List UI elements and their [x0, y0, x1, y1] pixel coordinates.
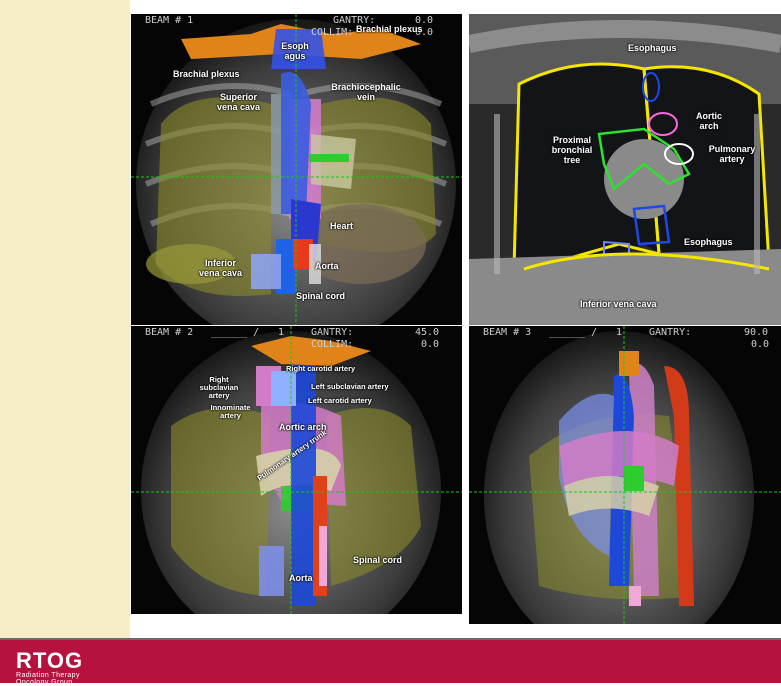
beam-2-gantry-label: GANTRY: [311, 327, 353, 338]
beam-1-collim-label: COLLIM: [311, 27, 353, 38]
label-spinal-cord: Spinal cord [296, 291, 345, 301]
label-aortic-arch: Aortic arch [689, 111, 729, 131]
beam-2-oblique-view: BEAM # 2 ______ / 1 GANTRY: 45.0 COLLIM:… [131, 326, 462, 614]
beam-3-rendering [469, 326, 781, 624]
label-left-subclavian-artery: Left subclavian artery [311, 383, 389, 391]
label-left-carotid-artery: Left carotid artery [308, 397, 372, 405]
label-pulmonary-artery: Pulmonary artery [707, 144, 757, 164]
label-spinal-cord-3d: Spinal cord [353, 555, 402, 565]
label-inferior-vena-cava-ct: Inferior vena cava [580, 299, 657, 309]
label-superior-vena-cava: Superior vena cava [211, 92, 266, 112]
beam-2-label: BEAM # 2 [145, 327, 193, 338]
label-esophagus: Esoph agus [281, 41, 309, 61]
label-aorta-3d: Aorta [289, 573, 313, 583]
beam-2-sep: ______ / [211, 327, 259, 338]
label-proximal-bronchial-tree: Proximal bronchial tree [547, 135, 597, 165]
beam-3-label: BEAM # 3 [483, 327, 531, 338]
panel-divider [463, 14, 467, 626]
coronal-ct-view: Esophagus Aortic arch Proximal bronchial… [469, 14, 781, 325]
label-esophagus-bottom: Esophagus [684, 237, 733, 247]
rtog-logo: RTOG Radiation Therapy Oncology Group [16, 650, 83, 686]
coronal-ct-rendering [469, 14, 781, 325]
beam-2-collim-value: 0.0 [421, 339, 439, 350]
footer-bar [0, 640, 781, 683]
label-esophagus-top: Esophagus [628, 43, 677, 53]
beam-3-num: 1 [616, 327, 622, 338]
beam-3-lateral-view: BEAM # 3 ______ / 1 GANTRY: 90.0 0.0 [469, 326, 781, 624]
rtog-logo-text: RTOG [16, 650, 83, 672]
label-innominate-artery: Innominate artery [208, 404, 253, 420]
label-heart: Heart [330, 221, 353, 231]
beam-2-collim-label: COLLIM: [311, 339, 353, 350]
label-brachial-plexus-left: Brachial plexus [356, 24, 423, 34]
label-brachiocephalic-vein: Brachiocephalic vein [326, 82, 406, 102]
beam-1-label: BEAM # 1 [145, 15, 193, 26]
label-brachial-plexus-right: Brachial plexus [173, 69, 240, 79]
beam-2-gantry-value: 45.0 [415, 327, 439, 338]
beam-3-gantry-value: 90.0 [744, 327, 768, 338]
beam-1-anterior-view: BEAM # 1 GANTRY: 0.0 COLLIM: 0.0 Brachia… [131, 14, 462, 325]
label-inferior-vena-cava: Inferior vena cava [198, 258, 243, 278]
beam-3-gantry-label: GANTRY: [649, 327, 691, 338]
rtog-logo-subtitle-1: Radiation Therapy [16, 672, 83, 679]
label-aorta: Aorta [315, 261, 339, 271]
label-right-carotid-artery: Right carotid artery [286, 365, 355, 373]
beam-2-num: 1 [278, 327, 284, 338]
beam-3-sep: ______ / [549, 327, 597, 338]
beam-3-collim-value: 0.0 [751, 339, 769, 350]
label-right-subclavian-artery: Right subclavian artery [199, 376, 239, 400]
slide-left-margin [0, 0, 130, 640]
